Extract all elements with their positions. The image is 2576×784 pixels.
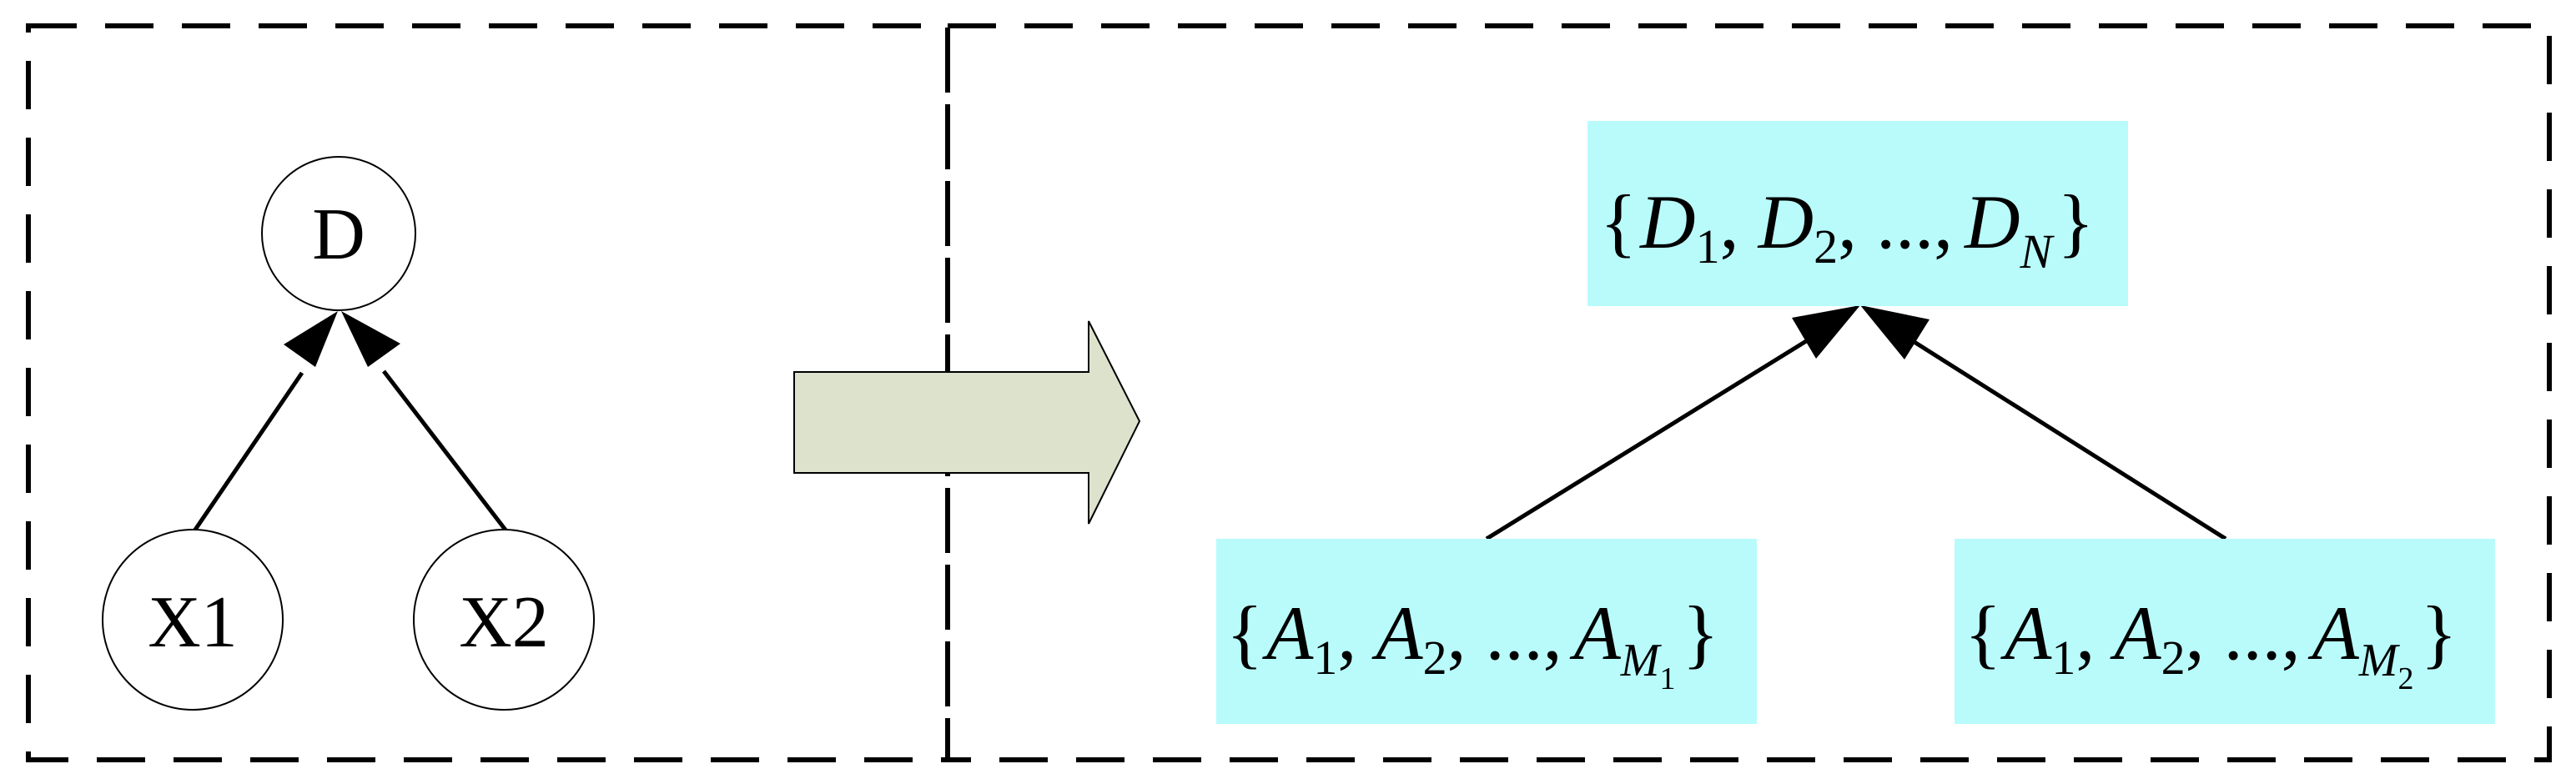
left-network: D X1 X2 [102,156,595,711]
set-box-d: {D1, D2, ...,DN} [1587,121,2128,306]
right-block-arrow-icon [793,320,1141,525]
edge-left-set-to-top-arrowhead [1792,305,1860,359]
edge-right-set-to-top [1909,337,2227,541]
node-x2: X2 [413,529,595,711]
edge-x2-to-d [382,369,509,534]
set-a-left-expression: {A1, A2, ...,AM1} [1226,591,1719,696]
node-d: D [261,156,416,311]
set-box-a-right: {A1, A2, ...,AM2} [1955,539,2495,724]
set-box-a-left: {A1, A2, ...,AM1} [1216,539,1757,724]
edge-left-set-to-top [1485,336,1812,541]
left-panel-frame [26,23,950,762]
edge-right-set-to-top-arrowhead [1860,305,1929,359]
edge-x2-to-d-arrowhead [341,311,400,367]
edge-x1-to-d-arrowhead [284,311,338,367]
edge-x1-to-d [191,371,304,534]
node-x1-label: X1 [148,582,238,663]
node-x2-label: X2 [459,582,549,663]
node-d-label: D [312,194,365,275]
node-x1: X1 [102,529,284,711]
set-d-expression: {D1, D2, ...,DN} [1600,179,2094,279]
right-network: {D1, D2, ...,DN} {A1, A2, ...,AM1} {A1, … [1216,121,2495,724]
set-a-right-expression: {A1, A2, ...,AM2} [1965,591,2458,696]
